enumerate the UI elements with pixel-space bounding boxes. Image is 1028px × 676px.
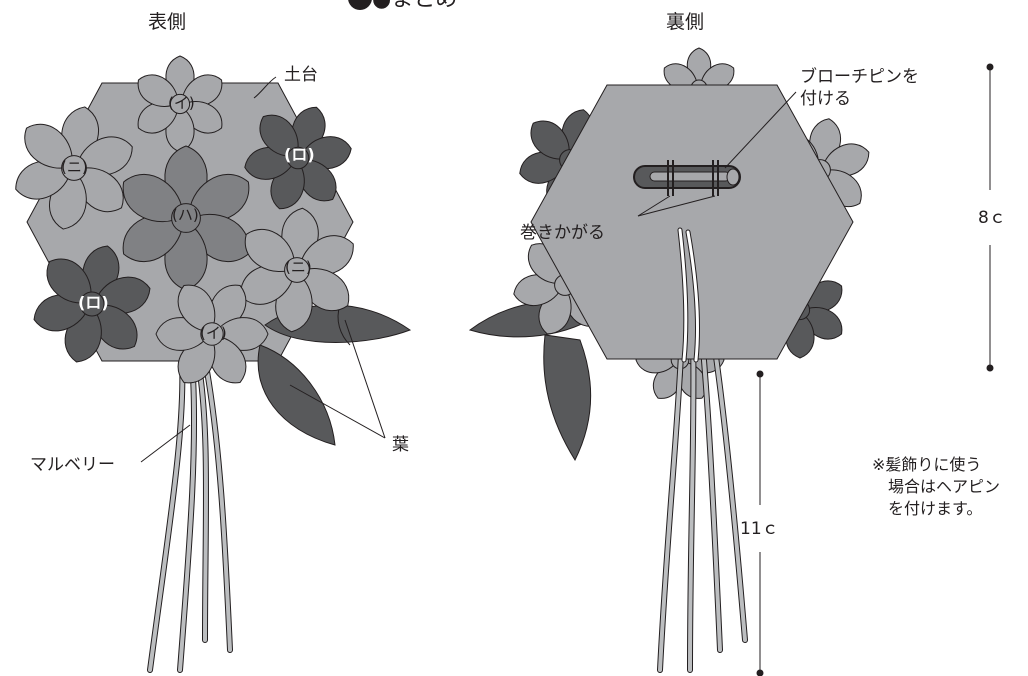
back-heading: 裏側 <box>666 11 704 33</box>
flower-mark-ro-right: (ロ) <box>284 145 315 164</box>
flower-ro-left <box>28 240 156 368</box>
flower-ro-right <box>241 101 355 215</box>
mulberry-label: マルベリー <box>30 455 115 475</box>
flower-mark-ro-left: (ロ) <box>78 293 109 312</box>
note-line2: 場合はヘアピン <box>888 477 1000 496</box>
note: ※髪飾りに使う 場合はヘアピン を付けます。 <box>872 455 1000 518</box>
flower-i-top <box>130 55 230 153</box>
flower-mark-ni-right: (ニ) <box>285 258 312 276</box>
back-leaders <box>637 91 797 217</box>
flower-mark-i-top: (イ) <box>168 94 195 112</box>
note-line1: ※髪飾りに使う <box>872 455 981 474</box>
flower-i-bottom <box>155 276 269 392</box>
flower-mark-ha-center: (ハ) <box>172 206 199 224</box>
pin-label-line1: ブローチピンを <box>800 66 919 87</box>
brooch-pin <box>633 160 741 196</box>
front-leaves <box>257 304 412 446</box>
back-view: 裏側 <box>468 11 919 673</box>
dimension-lines <box>756 63 994 676</box>
back-cords-front <box>677 227 700 363</box>
wrap-label: 巻きかがる <box>520 223 605 243</box>
height-label: 8ｃ <box>978 208 1006 228</box>
front-mulberry-cords <box>147 357 233 673</box>
flower-ni-right <box>232 205 362 335</box>
title-text: ●まとめ <box>372 0 457 12</box>
front-view: 表側 (イ) (ロ) (ニ) (ハ) (ニ) (ロ) (イ) <box>8 11 412 673</box>
flower-ha-center <box>112 145 260 291</box>
pin-label-line2: 付ける <box>800 89 851 109</box>
note-line3: を付けます。 <box>888 499 982 518</box>
flower-ni-left <box>8 102 140 234</box>
front-flowers <box>8 55 362 392</box>
base-label: 土台 <box>284 65 318 85</box>
flower-mark-ni-left: (ニ) <box>61 158 88 176</box>
front-leaders <box>140 76 386 463</box>
front-heading: 表側 <box>148 11 186 33</box>
leaf-label: 葉 <box>392 435 409 455</box>
tail-length-label: 11ｃ <box>740 519 779 539</box>
back-base-hexagon <box>530 84 854 360</box>
page-title: ●まとめ <box>348 0 457 12</box>
flower-mark-i-bottom: (イ) <box>200 324 227 342</box>
